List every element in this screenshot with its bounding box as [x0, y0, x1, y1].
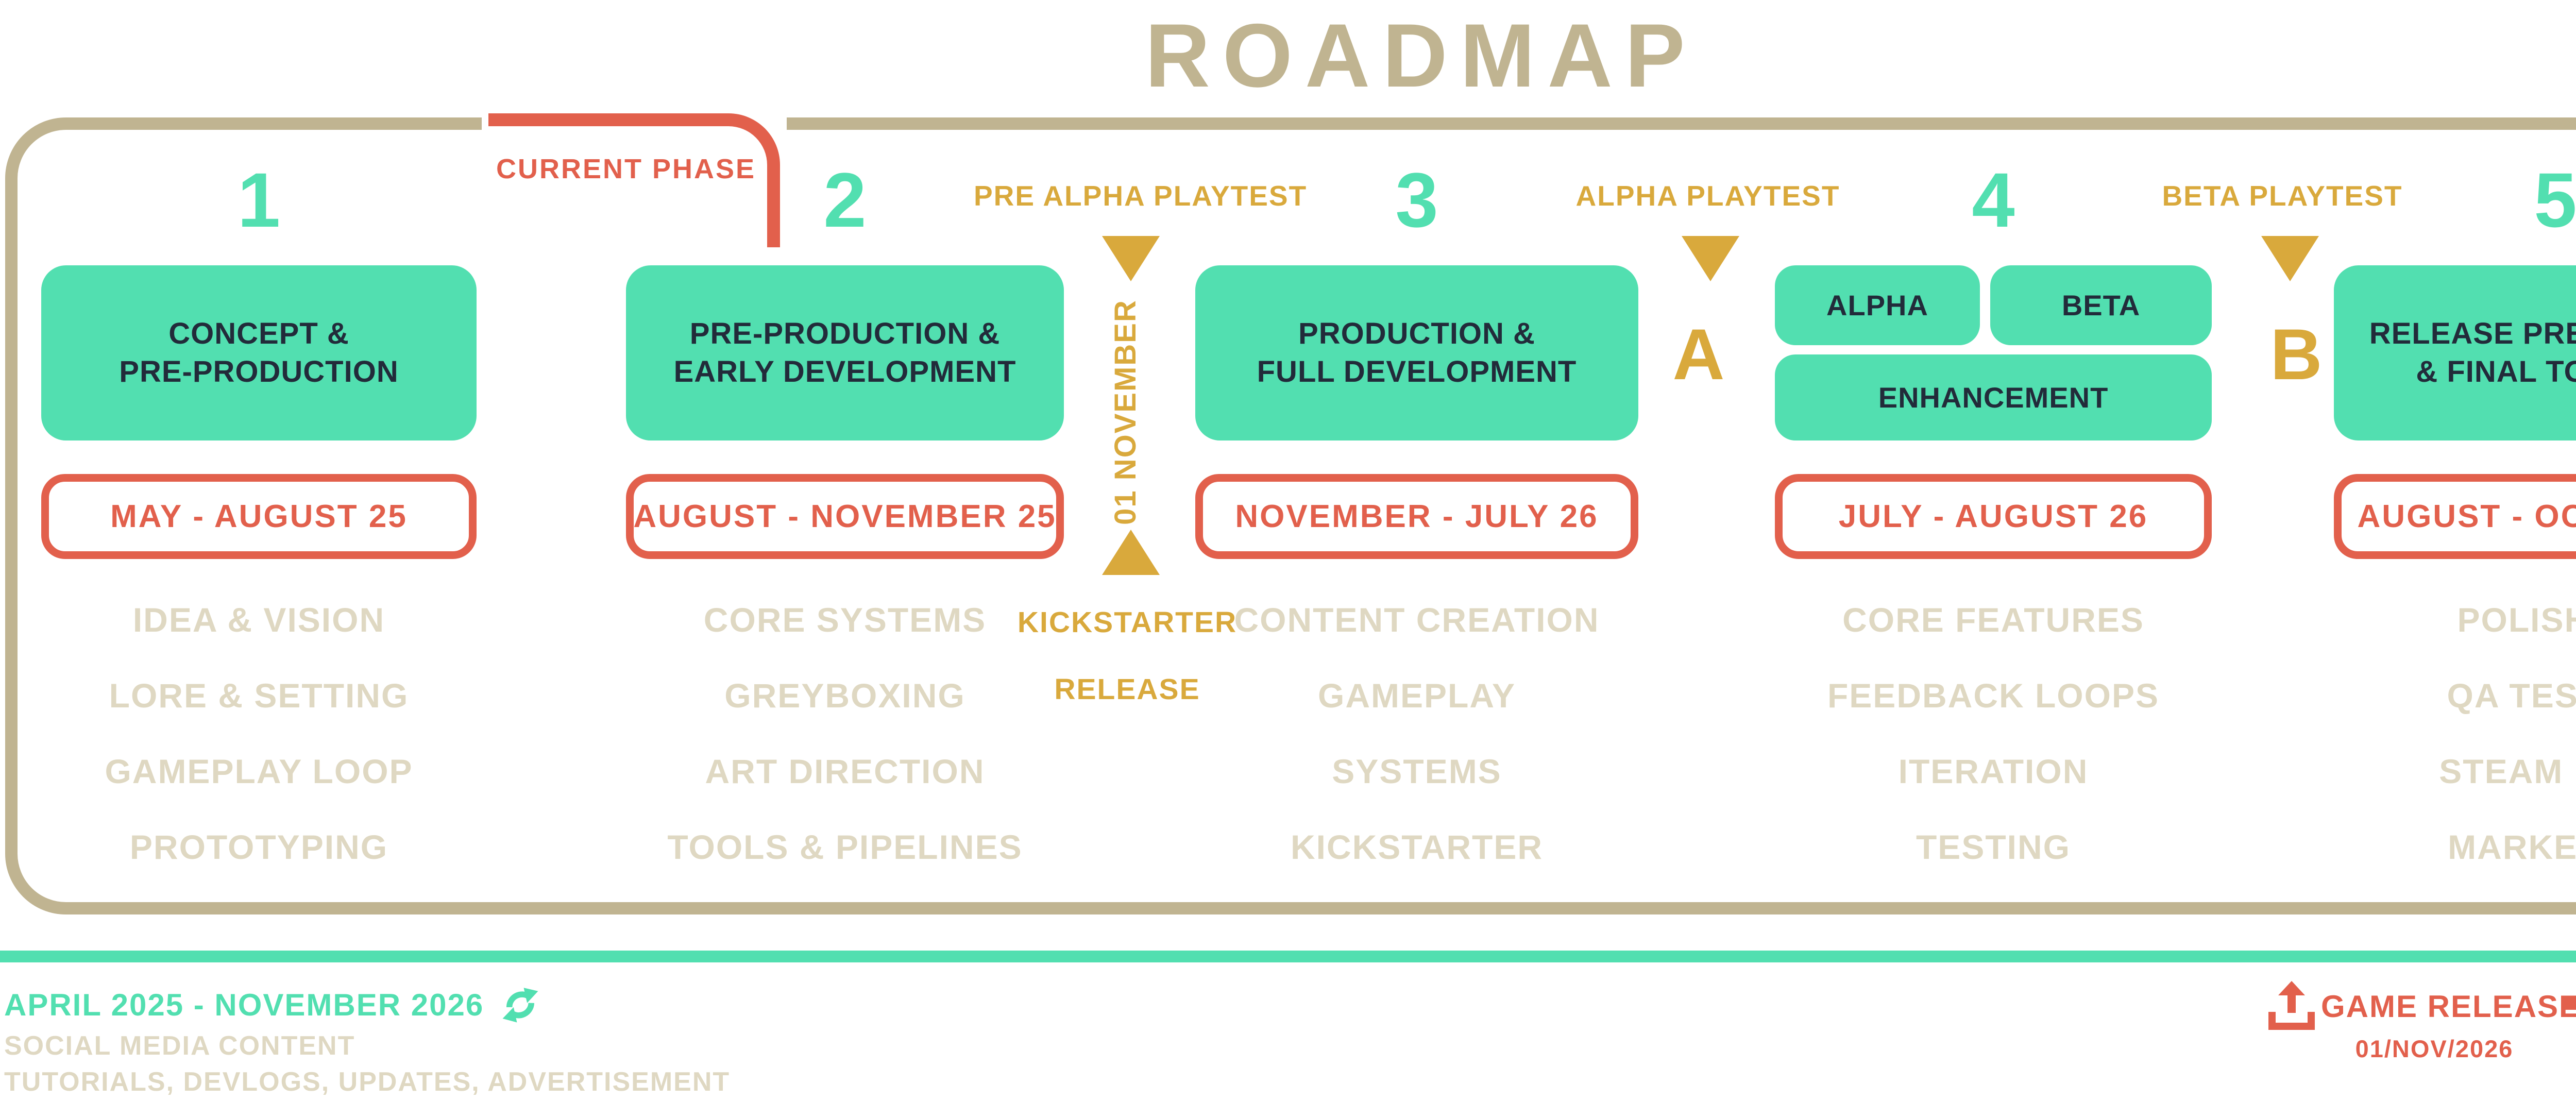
- phase-3-date: NOVEMBER - JULY 26: [1195, 474, 1638, 559]
- phase-1-date: MAY - AUGUST 25: [41, 474, 477, 559]
- phase-1-item: GAMEPLAY LOOP: [105, 752, 413, 790]
- timeline-bar: [0, 951, 2576, 962]
- kickstarter-note-line1: KICKSTARTER: [1017, 606, 1238, 639]
- phase-4-item: FEEDBACK LOOPS: [1827, 676, 2160, 715]
- phase-2-number: 2: [823, 157, 867, 243]
- phase-4-beta-box: BETA: [1990, 265, 2212, 345]
- page-title: ROADMAP: [1145, 6, 1698, 106]
- phase-4-alpha-box: ALPHA: [1775, 265, 1980, 345]
- phase-5-box-line1: RELEASE PREPARATION: [2369, 316, 2576, 350]
- phase-1-box-line1: CONCEPT &: [168, 316, 349, 350]
- phase-3-box: PRODUCTION & FULL DEVELOPMENT: [1195, 265, 1638, 441]
- footer-social-line: SOCIAL MEDIA CONTENT: [4, 1031, 355, 1061]
- phase-3-item: KICKSTARTER: [1290, 828, 1544, 866]
- main-frame-border: [5, 117, 2576, 914]
- phase-2-box: PRE-PRODUCTION & EARLY DEVELOPMENT: [626, 265, 1064, 441]
- alpha-milestone-letter: A: [1672, 314, 1725, 395]
- phase-3-item: GAMEPLAY: [1318, 676, 1516, 715]
- phase-1-box-line2: PRE-PRODUCTION: [119, 355, 399, 388]
- phase-2-item: TOOLS & PIPELINES: [667, 828, 1023, 866]
- phase-5-date: AUGUST - OCTOBER 26: [2334, 474, 2576, 559]
- phase-3-item: SYSTEMS: [1332, 752, 1502, 790]
- phase-3-number: 3: [1395, 157, 1438, 243]
- phase-1-item: IDEA & VISION: [132, 601, 385, 639]
- release-line-horizontal: [2563, 997, 2576, 1010]
- phase-5-box: RELEASE PREPARATION & FINAL TOUCHES: [2334, 265, 2576, 441]
- phase-2-item: ART DIRECTION: [705, 752, 985, 790]
- phase-2-column: 2 PRE-PRODUCTION & EARLY DEVELOPMENT AUG…: [626, 117, 1064, 914]
- phase-1-item: PROTOTYPING: [129, 828, 388, 866]
- phase-5-column: 5 RELEASE PREPARATION & FINAL TOUCHES AU…: [2334, 117, 2576, 914]
- footer-tutorials-line: TUTORIALS, DEVLOGS, UPDATES, ADVERTISEME…: [4, 1067, 731, 1097]
- triangle-down-icon: [1682, 236, 1739, 281]
- phase-2-box-line1: PRE-PRODUCTION &: [689, 316, 1001, 350]
- phase-4-item: TESTING: [1916, 828, 2071, 866]
- beta-playtest-label: BETA PLAYTEST: [2162, 180, 2403, 212]
- phase-2-date: AUGUST - NOVEMBER 25: [626, 474, 1064, 559]
- phase-3-column: 3 PRODUCTION & FULL DEVELOPMENT NOVEMBER…: [1195, 117, 1638, 914]
- timeline-range: APRIL 2025 - NOVEMBER 2026: [4, 987, 484, 1022]
- upload-icon: [2268, 981, 2315, 1030]
- current-phase-label: CURRENT PHASE: [496, 154, 756, 184]
- phase-4-date: JULY - AUGUST 26: [1775, 474, 2212, 559]
- refresh-icon: [502, 988, 538, 1023]
- phase-4-column: 4 ALPHA BETA ENHANCEMENT JULY - AUGUST 2…: [1775, 117, 2212, 914]
- phase-5-number: 5: [2534, 157, 2576, 243]
- triangle-up-icon: [1102, 530, 1160, 575]
- triangle-down-icon: [1102, 236, 1160, 281]
- phase-5-item: QA TESTING: [2447, 676, 2576, 715]
- phase-5-item: MARKETING: [2448, 828, 2576, 866]
- phase-5-item: STEAM PAGE: [2439, 752, 2576, 790]
- kickstarter-date-vertical: 01 NOVEMBER: [1109, 299, 1142, 525]
- phase-3-box-line1: PRODUCTION &: [1298, 316, 1535, 350]
- game-release-label: GAME RELEASE: [2321, 989, 2576, 1024]
- phase-4-item: CORE FEATURES: [1842, 601, 2144, 639]
- phase-5-box-line2: & FINAL TOUCHES: [2416, 355, 2576, 388]
- pre-alpha-playtest-label: PRE ALPHA PLAYTEST: [974, 180, 1308, 212]
- phase-4-item: ITERATION: [1898, 752, 2089, 790]
- phase-3-item: CONTENT CREATION: [1234, 601, 1600, 639]
- phase-3-box-line2: FULL DEVELOPMENT: [1257, 355, 1577, 388]
- current-phase-tab: CURRENT PHASE: [488, 113, 780, 247]
- phase-1-item: LORE & SETTING: [109, 676, 409, 715]
- phase-1-number: 1: [237, 157, 281, 243]
- phase-2-item: CORE SYSTEMS: [703, 601, 987, 639]
- phase-4-number: 4: [1972, 157, 2015, 243]
- phase-1-box: CONCEPT & PRE-PRODUCTION: [41, 265, 477, 441]
- triangle-down-icon: [2261, 236, 2319, 281]
- phase-5-item: POLISHING: [2457, 601, 2576, 639]
- beta-milestone-letter: B: [2270, 314, 2323, 395]
- game-release-date: 01/NOV/2026: [2355, 1035, 2514, 1062]
- timeline-range-row: APRIL 2025 - NOVEMBER 2026: [4, 983, 541, 1026]
- phase-2-box-line2: EARLY DEVELOPMENT: [673, 355, 1016, 388]
- phase-2-item: GREYBOXING: [724, 676, 965, 715]
- phase-1-column: 1 CONCEPT & PRE-PRODUCTION MAY - AUGUST …: [41, 117, 477, 914]
- kickstarter-note-line2: RELEASE: [1054, 673, 1200, 706]
- phase-4-enhancement-box: ENHANCEMENT: [1775, 354, 2212, 441]
- alpha-playtest-label: ALPHA PLAYTEST: [1575, 180, 1840, 212]
